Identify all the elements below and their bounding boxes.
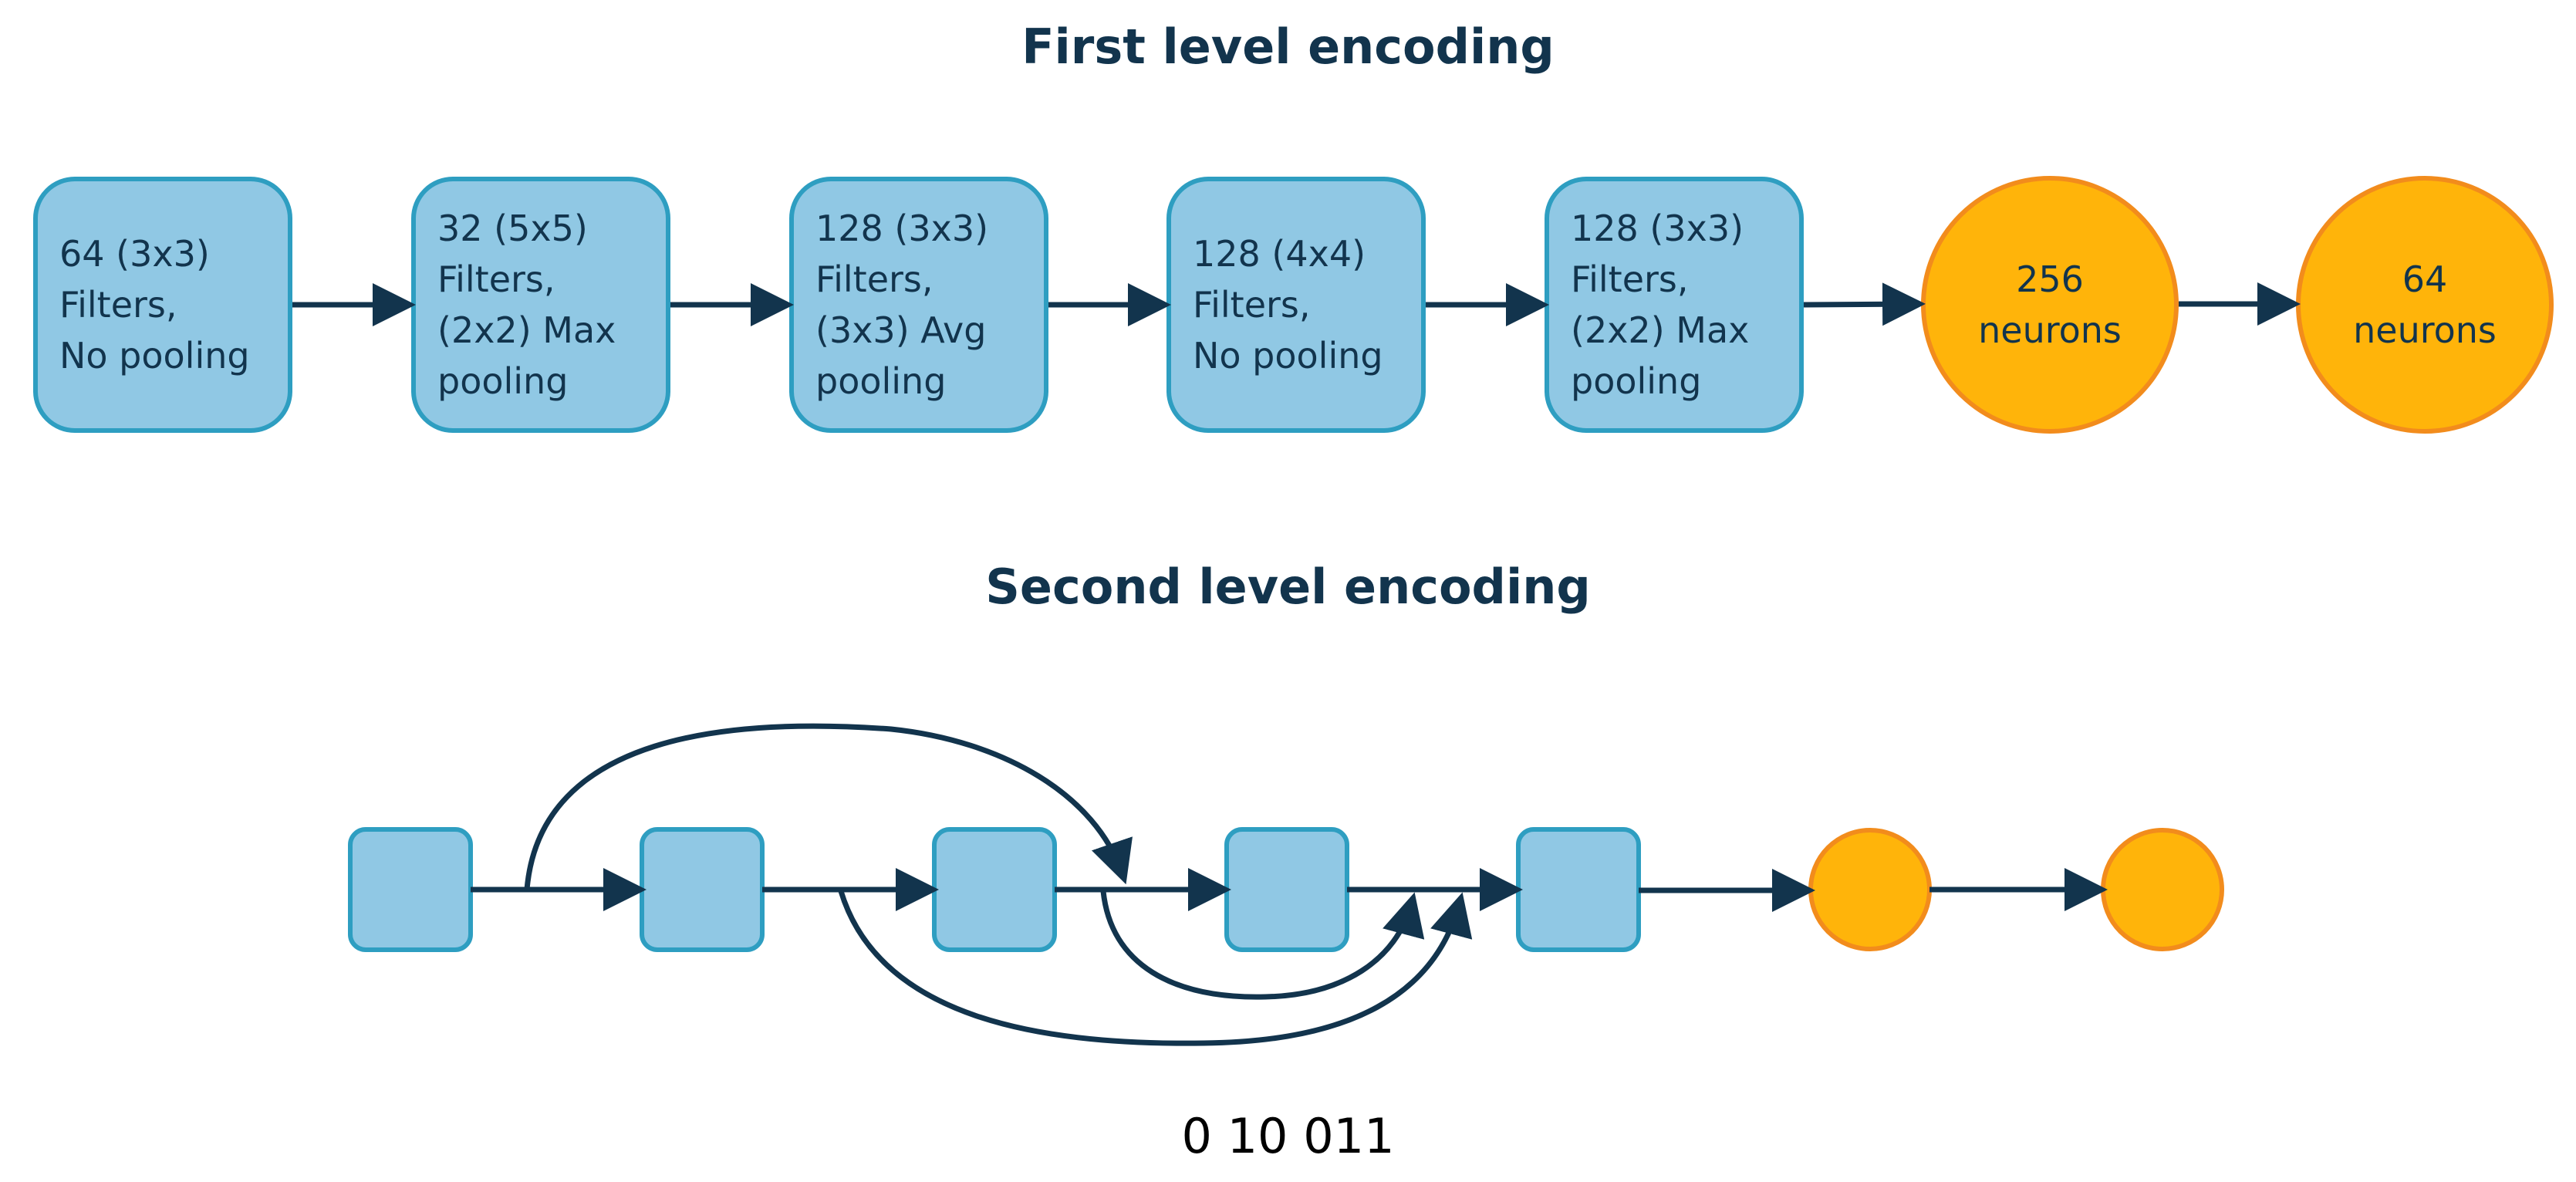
- dense-layer-256-count: 256: [2016, 258, 2084, 300]
- skip-connection-1-to-4: [524, 723, 1133, 890]
- dense-layer-256: 256 neurons: [1921, 176, 2179, 434]
- second-level-dense-1: [1808, 828, 1932, 951]
- dense-layer-64: 64 neurons: [2296, 176, 2554, 434]
- second-level-node-3: [932, 827, 1057, 952]
- dense-layer-64-count: 64: [2402, 258, 2448, 300]
- skip-connection-2-to-5: [838, 890, 1473, 1046]
- conv-layer-2-line-4: pooling: [437, 360, 569, 402]
- conv-layer-5-line-3: (2x2) Max: [1571, 309, 1750, 351]
- second-level-node-5: [1516, 827, 1641, 952]
- conv-layer-3: 128 (3x3) Filters, (3x3) Avg pooling: [789, 177, 1048, 433]
- second-level-title: Second level encoding: [985, 559, 1591, 615]
- conv-layer-1: 64 (3x3) Filters, No pooling: [33, 177, 292, 433]
- conv-layer-4: 128 (4x4) Filters, No pooling: [1166, 177, 1426, 433]
- encoding-string: 0 10 011: [1181, 1108, 1395, 1164]
- dense-layer-64-unit: neurons: [2353, 309, 2497, 351]
- conv-layer-4-line-1: 128 (4x4): [1193, 233, 1366, 275]
- conv-layer-5: 128 (3x3) Filters, (2x2) Max pooling: [1545, 177, 1804, 433]
- conv-layer-2-line-3: (2x2) Max: [437, 309, 616, 351]
- conv-layer-1-line-2: Filters,: [59, 284, 177, 326]
- conv-layer-5-line-4: pooling: [1571, 360, 1702, 402]
- conv-layer-3-line-2: Filters,: [815, 258, 934, 300]
- conv-layer-2-line-2: Filters,: [437, 258, 555, 300]
- conv-layer-1-line-1: 64 (3x3): [59, 233, 210, 275]
- second-level-node-2: [640, 827, 765, 952]
- conv-layer-3-line-3: (3x3) Avg: [815, 309, 987, 351]
- conv-layer-3-line-4: pooling: [815, 360, 947, 402]
- conv-layer-5-line-1: 128 (3x3): [1571, 208, 1744, 249]
- first-level-arrow-5: [1803, 282, 1926, 326]
- conv-layer-2: 32 (5x5) Filters, (2x2) Max pooling: [411, 177, 670, 433]
- first-level-title: First level encoding: [1021, 19, 1555, 75]
- conv-layer-5-line-2: Filters,: [1571, 258, 1689, 300]
- conv-layer-4-line-2: Filters,: [1193, 284, 1311, 326]
- second-level-dense-2: [2101, 828, 2224, 951]
- second-level-node-1: [348, 827, 473, 952]
- dense-layer-256-unit: neurons: [1978, 309, 2122, 351]
- conv-layer-4-line-3: No pooling: [1193, 335, 1383, 377]
- conv-layer-1-line-3: No pooling: [59, 335, 250, 377]
- second-level-node-4: [1224, 827, 1349, 952]
- conv-layer-3-line-1: 128 (3x3): [815, 208, 989, 249]
- conv-layer-2-line-1: 32 (5x5): [437, 208, 588, 249]
- skip-connection-3-to-5: [1100, 890, 1425, 1000]
